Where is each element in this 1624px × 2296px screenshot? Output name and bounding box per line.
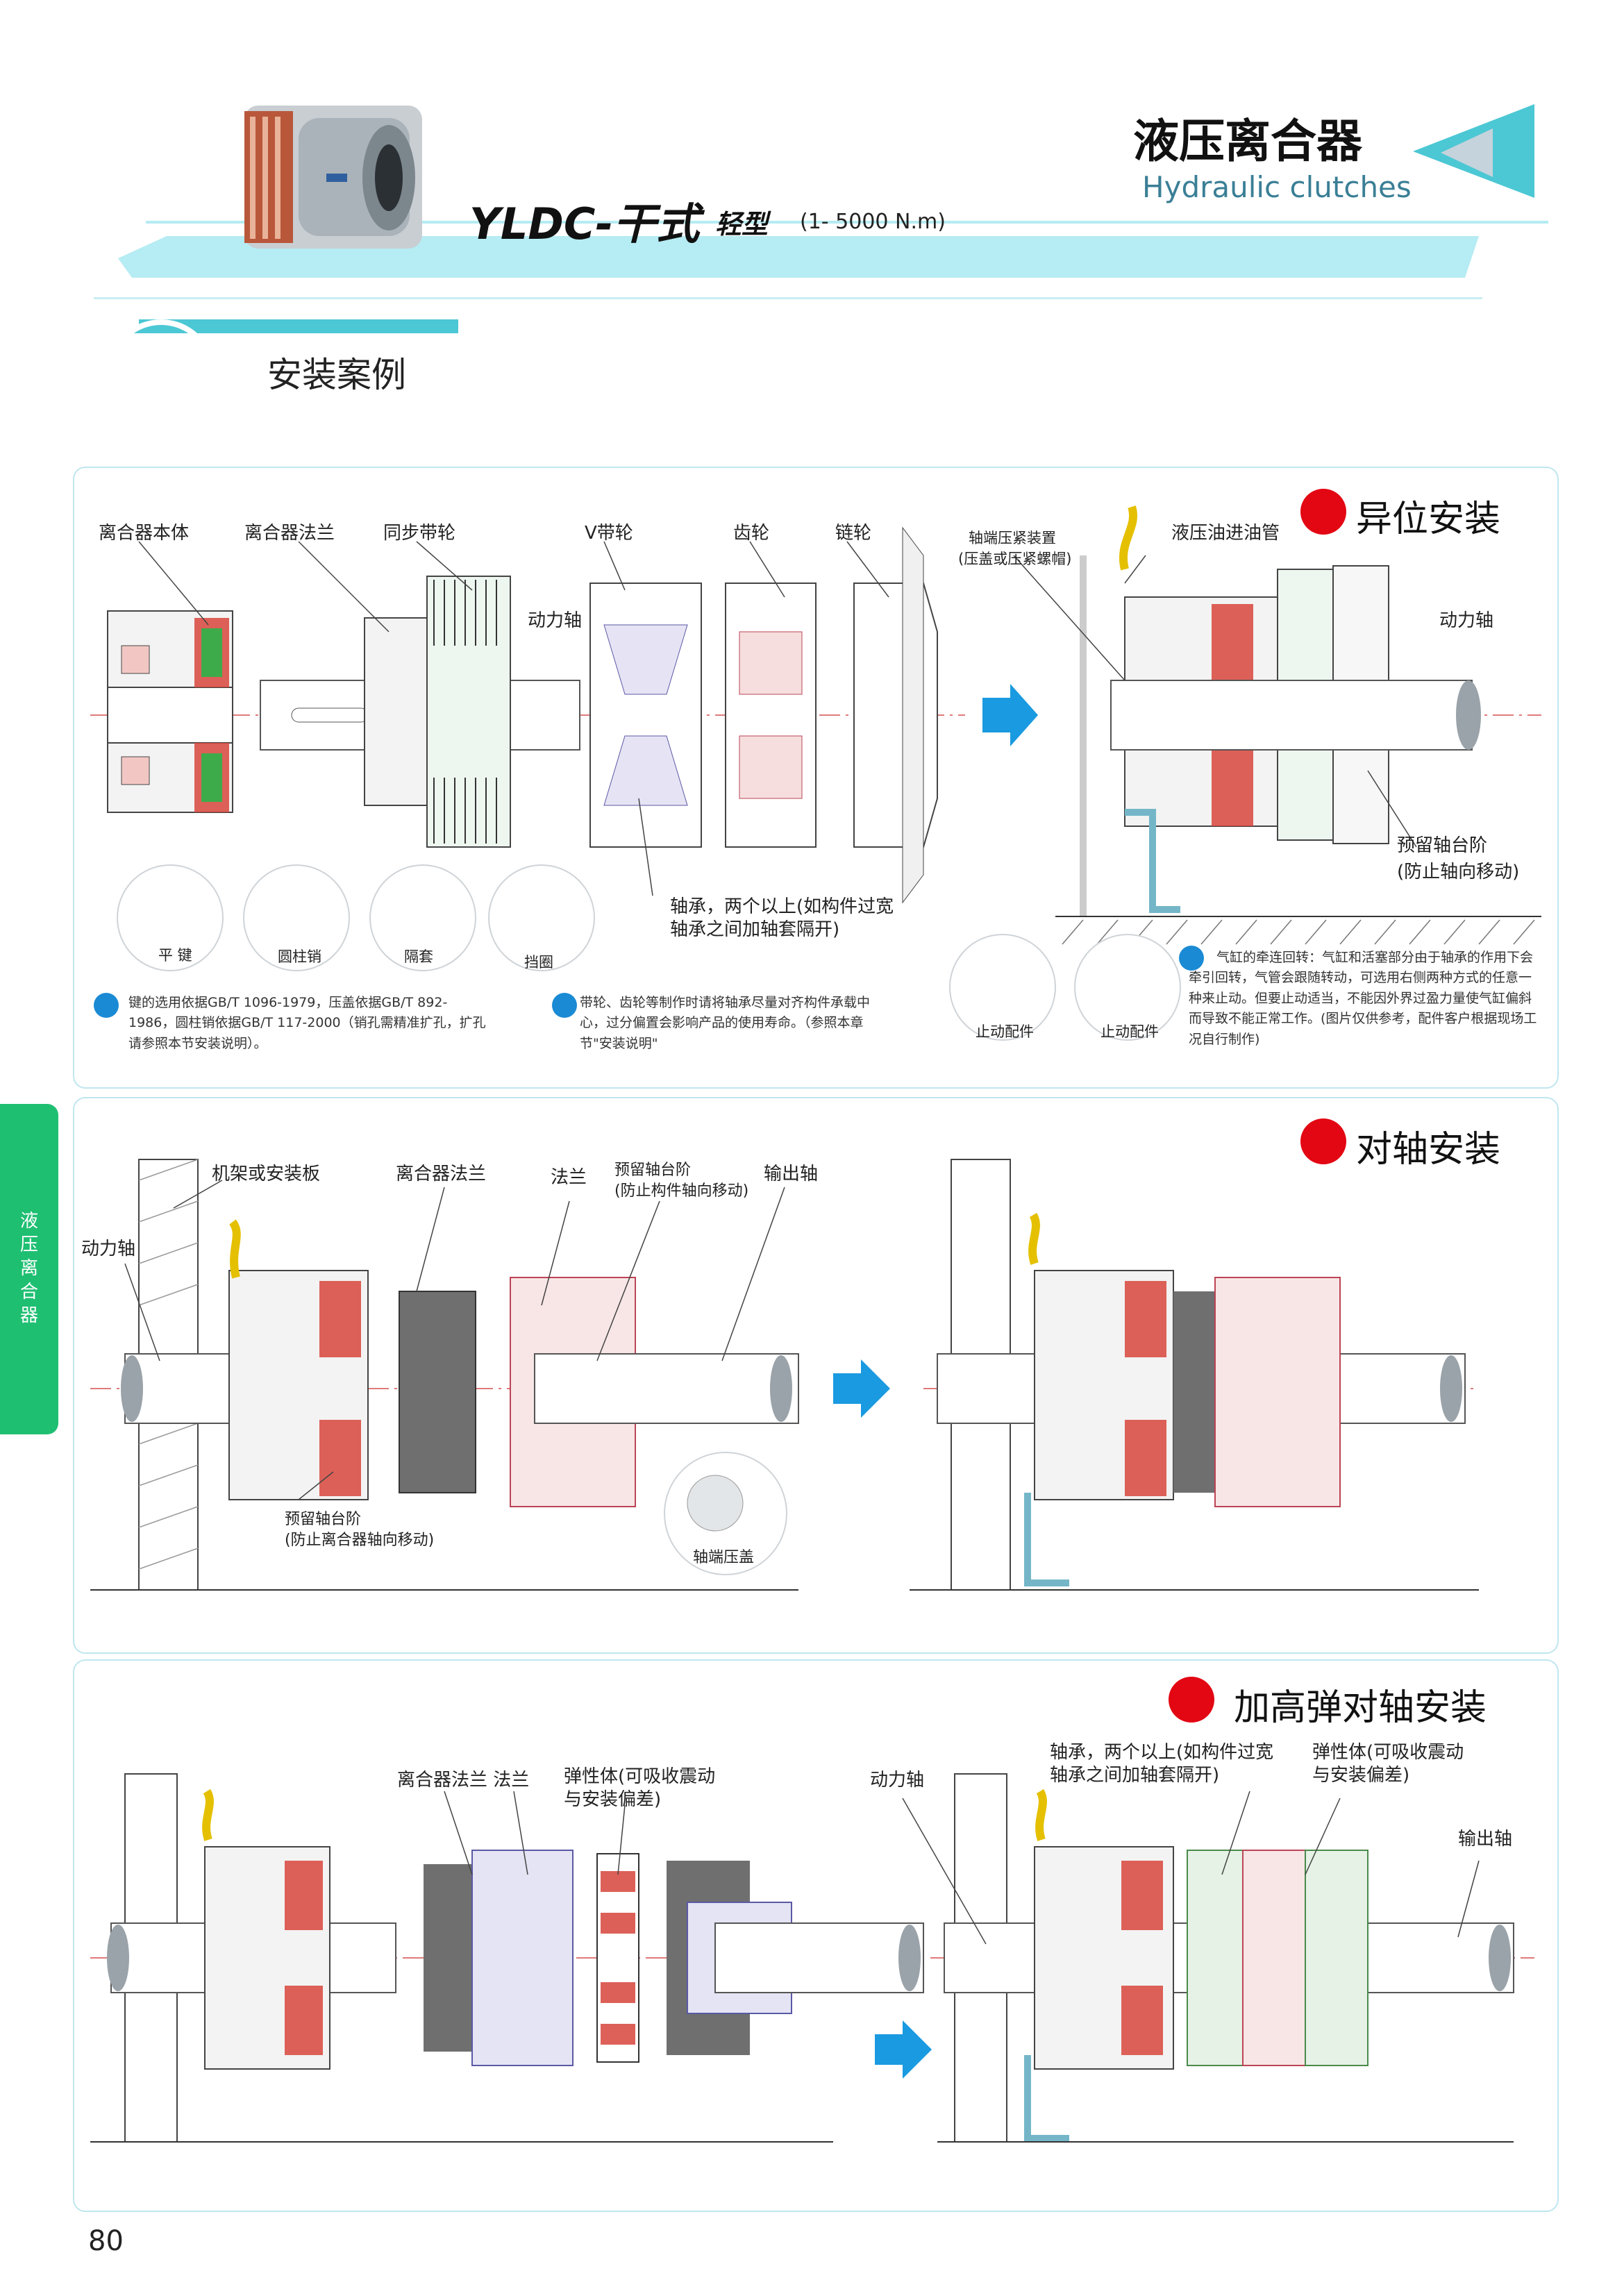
label-sprocket: 链轮: [835, 523, 872, 544]
header-title-cn: 液压离合器: [1133, 115, 1362, 168]
section-heading: 安装案例: [267, 355, 406, 395]
label-end-cap-sub: (压盖或压紧螺帽): [958, 551, 1072, 567]
label-oil-pipe: 液压油进油管: [1171, 523, 1280, 544]
side-tab-char: 器: [19, 1305, 38, 1326]
info-dot: [94, 993, 119, 1018]
label-reserved-step: 预留轴台阶: [614, 1162, 692, 1179]
clutch-product-image: [244, 106, 422, 249]
label-frame: 机架或安装板: [212, 1164, 321, 1184]
torque-range: (1- 5000 N.m): [800, 210, 946, 234]
label-reserved-step: 预留轴台阶: [1397, 835, 1488, 856]
info-dot: [552, 993, 577, 1018]
header-graphics: [94, 104, 1548, 333]
side-tab: 液 压 离 合 器: [0, 1104, 58, 1434]
label-flange: 法兰: [551, 1167, 587, 1188]
label-bearing-note: 轴承，两个以上(如构件过宽轴承之间加轴套隔开): [670, 896, 894, 940]
panel2-title: 对轴安装: [1356, 1129, 1501, 1171]
note-cylinder: 气缸的牵连回转：气缸和活塞部分由于轴承的作用下会牵引回转，气管会跟随转动，可选用…: [1189, 950, 1537, 1047]
label-bearing: 轴承，两个以上(如构件过宽轴承之间加轴套隔开): [1050, 1742, 1274, 1786]
label-end-cap: 轴端压盖: [693, 1549, 755, 1566]
label-output-shaft: 输出轴: [764, 1164, 819, 1184]
label-power-shaft: 动力轴: [81, 1239, 136, 1259]
panel1-title: 异位安装: [1356, 498, 1501, 540]
side-tab-char: 液: [19, 1211, 38, 1232]
side-tab-char: 离: [19, 1258, 38, 1279]
spacer-ring-icon: [369, 864, 476, 971]
model-name: YLDC-干式: [469, 199, 700, 249]
note-keys: 键的选用依据GB/T 1096-1979，压盖依据GB/T 892-1986，圆…: [128, 995, 486, 1051]
retaining-ring-icon: [488, 864, 595, 971]
part-caption: 平 键: [158, 947, 192, 964]
label-v-pulley: V带轮: [585, 523, 633, 544]
label-clutch-flange: 离合器法兰: [244, 523, 335, 544]
part-caption: 挡圈: [524, 954, 553, 971]
note-pulley: 带轮、齿轮等制作时请将轴承尽量对齐构件承载中心，过分偏置会影响产品的使用寿命。（…: [580, 995, 871, 1051]
side-tab-char: 合: [19, 1282, 38, 1302]
label-elastic: 弹性体(可吸收震动与安装偏差): [564, 1766, 716, 1810]
label-elastic2: 弹性体(可吸收震动与安装偏差): [1312, 1742, 1464, 1786]
page-number: 80: [88, 2225, 124, 2257]
part-caption: 隔套: [404, 948, 433, 965]
label-sync-pulley: 同步带轮: [383, 523, 456, 544]
label-reserved-step2: 预留轴台阶: [285, 1511, 362, 1528]
label-gear: 齿轮: [733, 523, 770, 544]
label-power-shaft: 动力轴: [528, 610, 583, 631]
panel1-red-dot: [1300, 489, 1346, 535]
label-clutch-flange: 离合器法兰: [396, 1164, 487, 1184]
panel3-red-dot: [1169, 1677, 1214, 1723]
label-end-cap: 轴端压紧装置: [969, 530, 1056, 546]
model-subtype: 轻型: [715, 209, 769, 240]
panel3-title: 加高弹对轴安装: [1234, 1687, 1487, 1729]
stop-part-caption: 止动配件: [976, 1023, 1034, 1040]
stop-bracket-icon: [949, 934, 1056, 1041]
panel2-red-dot: [1300, 1118, 1346, 1164]
info-dot: [1179, 946, 1204, 971]
label-power-shaft-right: 动力轴: [1439, 610, 1494, 631]
side-tab-char: 压: [19, 1234, 38, 1255]
label-reserved-step-sub: (防止构件轴向移动): [614, 1182, 749, 1200]
label-flanges: 离合器法兰 法兰: [397, 1770, 530, 1791]
flat-key-icon: [117, 864, 224, 971]
cylinder-pin-icon: [243, 864, 350, 971]
label-clutch-body: 离合器本体: [99, 523, 190, 544]
label-reserved-step-sub: (防止轴向移动): [1397, 862, 1520, 882]
label-power-shaft: 动力轴: [870, 1770, 925, 1791]
part-caption: 圆柱销: [278, 948, 321, 965]
label-reserved-step2-sub: (防止离合器轴向移动): [285, 1532, 435, 1549]
stop-clamp-icon: [1074, 934, 1181, 1041]
label-output-shaft: 输出轴: [1458, 1829, 1513, 1850]
stop-part-caption: 止动配件: [1100, 1023, 1159, 1040]
header-title-en: Hydraulic clutches: [1142, 170, 1412, 204]
